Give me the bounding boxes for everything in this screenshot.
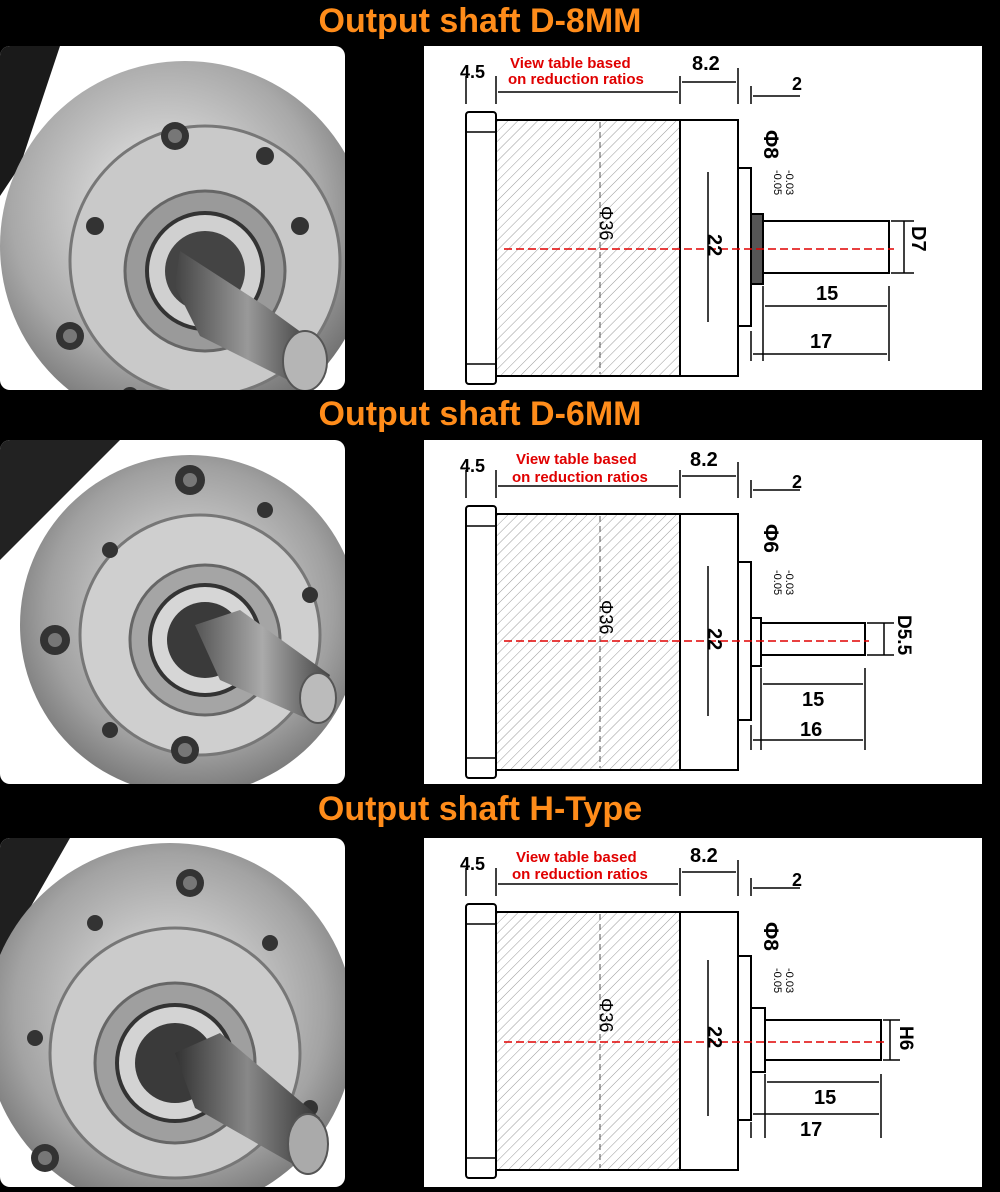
shaft-len-dim: 17: [800, 1119, 822, 1141]
shaft-len-dim: 17: [810, 331, 832, 353]
tol-lower: -0.05: [771, 570, 783, 595]
body-dia-dim: Φ36: [596, 998, 616, 1032]
step-dim: 2: [792, 74, 802, 94]
pilot-dia-dim: 22: [703, 234, 725, 256]
step-dim: 2: [792, 472, 802, 492]
flat-dim: D7: [907, 226, 929, 252]
boss-dim: 8.2: [690, 449, 718, 471]
note-line-1: View table based: [516, 451, 637, 468]
tol-upper: -0.03: [783, 170, 795, 195]
dimension-drawing: 4.5 View table based on reduction ratios…: [424, 440, 982, 784]
flange-dim: 4.5: [460, 456, 485, 476]
shaft-len-dim: 16: [800, 719, 822, 741]
note-line-2: on reduction ratios: [508, 71, 644, 88]
note-line-2: on reduction ratios: [512, 866, 648, 883]
boss-dim: 8.2: [692, 53, 720, 75]
pilot-dia-dim: 22: [703, 1026, 725, 1048]
shaft-dia-dim: Φ8: [759, 130, 782, 159]
pilot-dia-dim: 22: [703, 628, 725, 650]
section-title: Output shaft D-8MM: [318, 2, 642, 40]
gear-motor-photo: [0, 838, 345, 1187]
boss-dim: 8.2: [690, 845, 718, 867]
tol-upper: -0.03: [783, 570, 795, 595]
body-dia-dim: Φ36: [596, 206, 616, 240]
flat-len-dim: 15: [802, 689, 824, 711]
tol-lower: -0.05: [771, 968, 783, 993]
step-dim: 2: [792, 870, 802, 890]
flat-len-dim: 15: [814, 1087, 836, 1109]
shaft-dia-dim: Φ6: [759, 524, 782, 553]
tol-lower: -0.05: [771, 170, 783, 195]
dimension-drawing: 4.5 View table based on reduction ratios…: [424, 46, 982, 390]
dimension-drawing: 4.5 View table based on reduction ratios…: [424, 838, 982, 1187]
flat-dim: D5.5: [893, 615, 914, 656]
section-title: Output shaft D-6MM: [318, 395, 642, 433]
tol-upper: -0.03: [783, 968, 795, 993]
flange-dim: 4.5: [460, 62, 485, 82]
flat-dim: H6: [895, 1026, 916, 1050]
gear-motor-photo: [0, 46, 345, 390]
note-line-1: View table based: [510, 55, 631, 72]
gear-motor-photo: [0, 440, 345, 784]
note-line-1: View table based: [516, 849, 637, 866]
shaft-dia-dim: Φ8: [759, 922, 782, 951]
flat-len-dim: 15: [816, 283, 838, 305]
flange-dim: 4.5: [460, 854, 485, 874]
body-dia-dim: Φ36: [596, 600, 616, 634]
note-line-2: on reduction ratios: [512, 469, 648, 486]
section-title: Output shaft H-Type: [317, 790, 643, 828]
